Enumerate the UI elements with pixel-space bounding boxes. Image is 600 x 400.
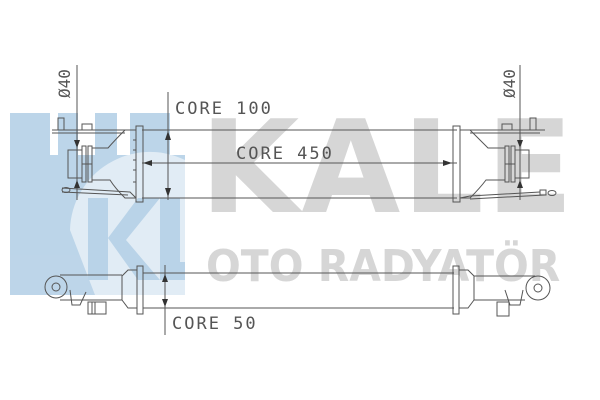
- core-length-label: CORE 450: [236, 144, 334, 164]
- right-inlet-diameter-label: Ø40: [500, 69, 519, 98]
- core-thickness-label: CORE 50: [172, 314, 258, 334]
- watermark-subtitle-text: OTO RADYATÖR: [206, 241, 561, 292]
- left-inlet-diameter-label: Ø40: [55, 69, 74, 98]
- core-height-label: CORE 100: [175, 99, 273, 119]
